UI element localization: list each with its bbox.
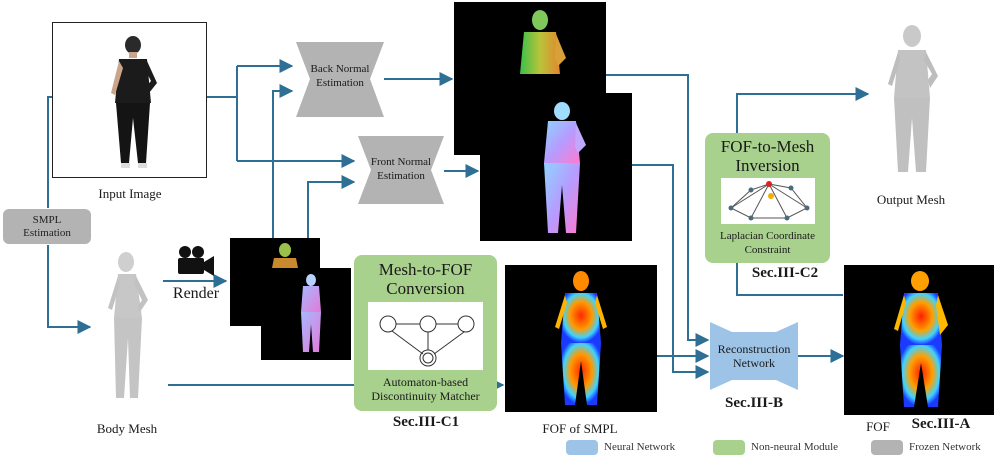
fof-of-smpl-label: FOF of SMPL bbox=[542, 421, 618, 436]
render-label: Render bbox=[172, 285, 220, 302]
fof-of-smpl-image bbox=[505, 265, 657, 412]
reconstruction-network-label: Reconstruction Network bbox=[717, 342, 791, 370]
fof-to-mesh-title: FOF-to-Mesh Inversion bbox=[720, 137, 815, 175]
fof-label: FOF bbox=[866, 419, 890, 434]
laplacian-mesh-diagram bbox=[721, 178, 815, 224]
section-label-c2: Sec.III-C2 bbox=[751, 265, 819, 281]
back-normal-estimation-block: Back Normal Estimation bbox=[296, 42, 384, 117]
section-label-b: Sec.III-B bbox=[725, 395, 783, 411]
body-mesh-figure bbox=[108, 252, 148, 398]
legend-label-neural: Neural Network bbox=[604, 441, 676, 453]
mesh-to-fof-title: Mesh-to-FOF Conversion bbox=[378, 260, 473, 298]
fof-to-mesh-caption: Laplacian Coordinate Constraint bbox=[720, 230, 815, 256]
legend-label-non-neural: Non-neural Module bbox=[751, 441, 839, 453]
output-mesh-figure bbox=[888, 25, 938, 172]
person-photo-icon bbox=[111, 36, 157, 168]
legend-swatch-neural bbox=[566, 440, 598, 455]
rendered-front-normal bbox=[261, 268, 351, 360]
legend-label-frozen: Frozen Network bbox=[909, 441, 981, 453]
input-image bbox=[52, 22, 207, 178]
fof-to-mesh-module: FOF-to-Mesh Inversion Laplacian Coordina… bbox=[705, 133, 830, 263]
mesh-to-fof-caption: Automaton-based Discontinuity Matcher bbox=[371, 375, 480, 403]
section-label-c1: Sec.III-C1 bbox=[392, 414, 460, 430]
front-normal-map bbox=[480, 93, 632, 241]
legend-swatch-frozen bbox=[871, 440, 903, 455]
smpl-estimation-block: SMPL Estimation bbox=[3, 209, 91, 244]
front-normal-estimation-block: Front Normal Estimation bbox=[358, 136, 444, 204]
legend-swatch-non-neural bbox=[713, 440, 745, 455]
automaton-diagram bbox=[368, 302, 483, 370]
fof-output-image bbox=[844, 265, 994, 415]
front-normal-estimation-label: Front Normal Estimation bbox=[370, 156, 432, 182]
output-mesh-image bbox=[868, 22, 954, 182]
input-image-label: Input Image bbox=[98, 186, 162, 201]
output-mesh-label: Output Mesh bbox=[876, 192, 946, 207]
camera-icon bbox=[174, 244, 216, 278]
smpl-estimation-label: SMPL Estimation bbox=[23, 213, 71, 239]
mesh-to-fof-module: Mesh-to-FOF Conversion Automaton-based D… bbox=[354, 255, 497, 411]
section-label-a: Sec.III-A bbox=[911, 416, 971, 432]
back-normal-estimation-label: Back Normal Estimation bbox=[310, 63, 370, 89]
body-mesh-image bbox=[90, 248, 168, 413]
body-mesh-label: Body Mesh bbox=[96, 421, 158, 436]
reconstruction-network-block: Reconstruction Network bbox=[710, 322, 798, 390]
